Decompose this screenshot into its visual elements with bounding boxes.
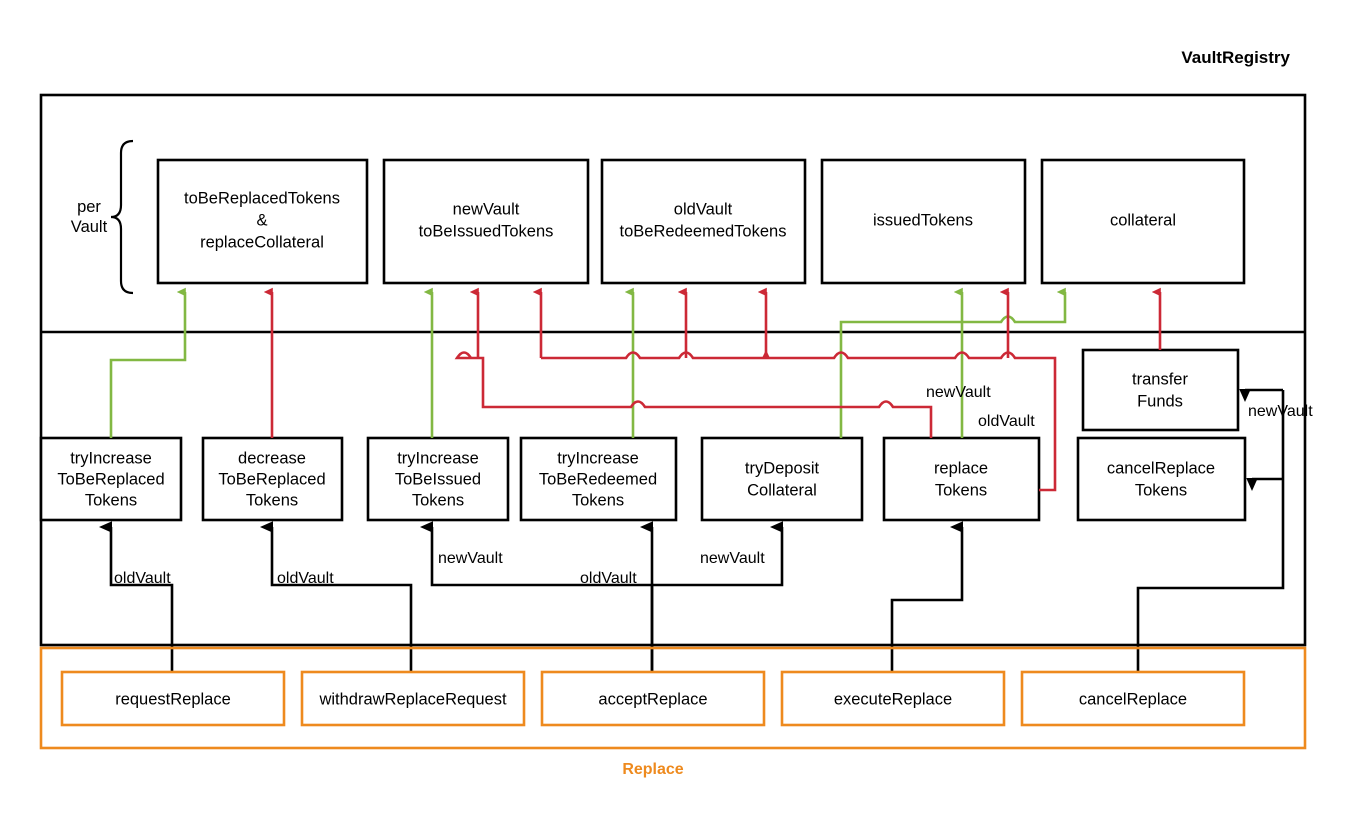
function-box-line: transfer (1132, 370, 1188, 388)
call-acceptReplace-tryDepositCollateral (652, 521, 784, 587)
call-cancelReplace-bus (1136, 390, 1285, 672)
function-box-line: ToBeRedeemed (539, 470, 657, 488)
call-label-oldVault-4: oldVault (580, 570, 637, 587)
state-box-line: toBeReplacedTokens (184, 189, 340, 207)
function-box-line: tryDeposit (745, 459, 820, 477)
per-vault-label-line2: Vault (71, 218, 108, 236)
function-box-line: Tokens (572, 491, 624, 509)
state-box-line: replaceCollateral (200, 233, 324, 251)
replace-module-container (39, 646, 1307, 750)
state-box-toBeReplaced: toBeReplacedTokens & replaceCollateral (156, 158, 369, 285)
module-call-requestReplace[interactable]: requestReplace (60, 670, 286, 727)
function-box-line: cancelReplace (1107, 459, 1215, 477)
call-label-newVault-5: newVault (700, 550, 765, 567)
wire-red-bus (541, 351, 1057, 492)
state-box-toBeIssued: newVault toBeIssuedTokens (382, 158, 590, 285)
wire-label-mid-oldVault: oldVault (978, 413, 1035, 430)
state-box-line: issuedTokens (873, 211, 973, 229)
function-box-line: Tokens (1135, 481, 1187, 499)
state-box-line: oldVault (674, 200, 733, 218)
function-box-line: Funds (1137, 392, 1183, 410)
function-box-tryIncreaseToBeReplacedTokens: tryIncrease ToBeReplaced Tokens (39, 436, 183, 522)
wire-label-mid-newVault: newVault (926, 384, 991, 401)
function-box-line: Tokens (935, 481, 987, 499)
call-executeReplace-replaceTokens (890, 521, 964, 672)
module-call-executeReplace[interactable]: executeReplace (780, 670, 1006, 727)
state-box-line: & (256, 211, 267, 229)
function-box-line: Tokens (246, 491, 298, 509)
function-box-line: decrease (238, 449, 306, 467)
call-acceptReplace-tryIncreaseToBeIssued (420, 521, 654, 672)
module-call-label: executeReplace (834, 690, 952, 708)
state-box-line: toBeIssuedTokens (419, 222, 554, 240)
function-box-transferFunds: transfer Funds (1081, 348, 1240, 432)
module-call-label: requestReplace (115, 690, 231, 708)
module-call-cancelReplace[interactable]: cancelReplace (1020, 670, 1246, 727)
module-call-label: withdrawReplaceRequest (318, 690, 507, 708)
call-label-oldVault-2: oldVault (277, 570, 334, 587)
function-box-line: replace (934, 459, 988, 477)
per-vault-label-line1: per (77, 198, 101, 216)
replace-module-caption: Replace (622, 761, 683, 778)
state-box-issuedTokens: issuedTokens (820, 158, 1027, 285)
state-box-line: toBeRedeemedTokens (620, 222, 787, 240)
page-title: VaultRegistry (1181, 48, 1290, 67)
wire-increase-toBeReplaced (109, 287, 187, 438)
function-box-tryDepositCollateral: tryDeposit Collateral (700, 436, 864, 522)
function-box-line: ToBeReplaced (218, 470, 325, 488)
call-withdrawReplaceRequest-decreaseToBeReplaced (260, 521, 413, 672)
function-box-line: Collateral (747, 481, 817, 499)
function-box-decreaseToBeReplacedTokens: decrease ToBeReplaced Tokens (201, 436, 344, 522)
wire-replace-toBeIssued (454, 287, 933, 438)
function-box-line: Tokens (85, 491, 137, 509)
state-box-line: collateral (1110, 211, 1176, 229)
per-vault-brace (110, 139, 134, 295)
call-requestReplace-tryIncreaseToBeReplaced (99, 521, 174, 672)
function-box-cancelReplaceTokens: cancelReplace Tokens (1076, 436, 1247, 522)
wire-label-right-newVault: newVault (1248, 403, 1313, 420)
module-call-acceptReplace[interactable]: acceptReplace (540, 670, 766, 727)
vault-registry-container (39, 93, 1307, 647)
state-box-line: newVault (453, 200, 520, 218)
function-box-line: tryIncrease (397, 449, 479, 467)
call-label-newVault-3: newVault (438, 550, 503, 567)
function-box-line: ToBeIssued (395, 470, 481, 488)
function-box-line: Tokens (412, 491, 464, 509)
function-box-tryIncreaseToBeRedeemedTokens: tryIncrease ToBeRedeemed Tokens (519, 436, 678, 522)
module-call-label: cancelReplace (1079, 690, 1187, 708)
state-box-collateral: collateral (1040, 158, 1246, 285)
module-call-withdrawReplaceRequest[interactable]: withdrawReplaceRequest (300, 670, 526, 727)
function-box-line: tryIncrease (70, 449, 152, 467)
state-box-toBeRedeemed: oldVault toBeRedeemedTokens (600, 158, 807, 285)
call-label-oldVault-1: oldVault (114, 570, 171, 587)
function-box-line: ToBeReplaced (57, 470, 164, 488)
function-box-line: tryIncrease (557, 449, 639, 467)
function-box-replaceTokens: replace Tokens (882, 436, 1041, 522)
function-box-tryIncreaseToBeIssuedTokens: tryIncrease ToBeIssued Tokens (366, 436, 510, 522)
module-call-label: acceptReplace (598, 690, 707, 708)
